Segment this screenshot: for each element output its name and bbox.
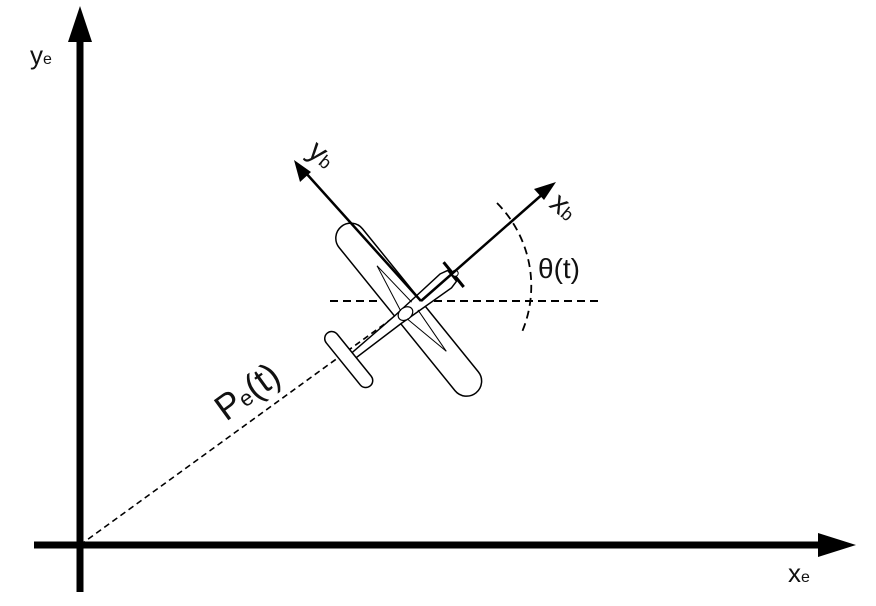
body-y-axis [294,160,422,302]
position-vector-line [79,306,409,546]
body-y-label: yb [302,134,342,175]
body-x-label: xb [544,186,584,227]
earth-x-axis [34,533,856,557]
airplane-icon [323,222,483,397]
angle-label: θ(t) [538,253,580,284]
earth-x-label: xe [788,558,810,588]
body-x-axis [420,182,556,302]
earth-y-label: ye [30,40,52,70]
angle-arc [496,202,533,333]
position-label: Pe(t) [207,354,288,428]
earth-y-axis [68,6,92,592]
